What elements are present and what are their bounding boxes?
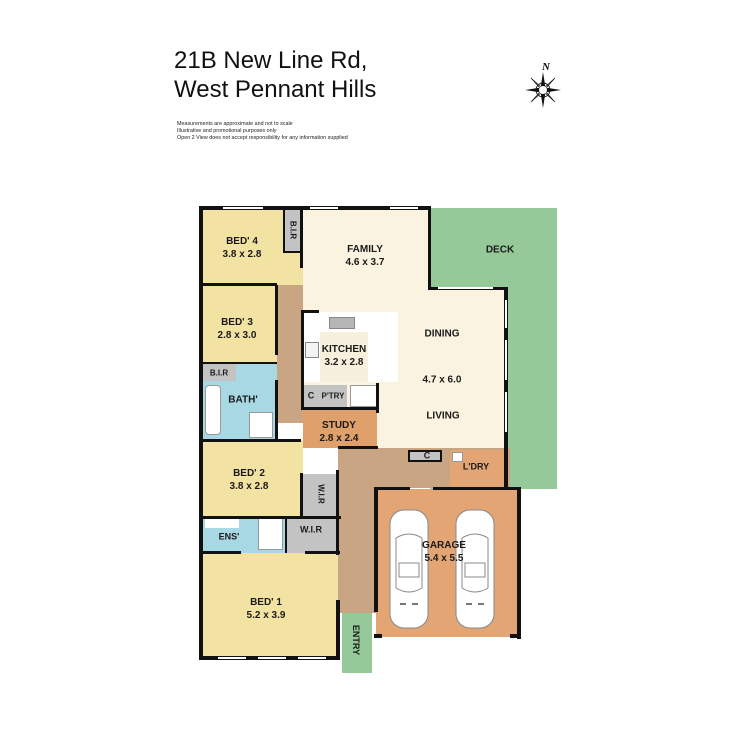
walk-in-robe xyxy=(286,517,338,553)
disclaimer-line-1: Measurements are approximate and not to … xyxy=(177,121,293,127)
wall-ens-wir xyxy=(285,517,287,553)
bed4-label: BED' 4 3.8 x 2.8 xyxy=(222,236,262,260)
window xyxy=(218,657,246,659)
wall-wir-right xyxy=(336,470,339,555)
dining-living-size-label: 4.7 x 6.0 xyxy=(422,374,462,386)
compass-north-label: N xyxy=(541,61,551,73)
window xyxy=(310,207,338,209)
fridge-icon xyxy=(350,385,377,407)
window xyxy=(223,207,263,209)
north-compass-icon: N xyxy=(520,58,566,110)
wall-ens-bottom xyxy=(201,551,241,554)
wall-bed4-right xyxy=(300,208,303,268)
dining-living-room xyxy=(420,288,505,453)
address-line-2: West Pennant Hills xyxy=(174,76,377,103)
wall-family-deck xyxy=(428,206,431,290)
wall-kitchen-top xyxy=(301,310,319,313)
bed3-label: BED' 3 2.8 x 3.0 xyxy=(217,317,257,341)
wall-study-bottom xyxy=(338,446,378,449)
study-nook xyxy=(303,448,338,474)
bedroom-3 xyxy=(203,285,277,363)
ens-label: ENS' xyxy=(218,531,240,542)
car-right-icon xyxy=(455,509,495,629)
wall-study-right xyxy=(376,383,379,413)
wall-garage-bottom-left xyxy=(374,634,382,638)
bathtub-icon xyxy=(205,385,221,435)
ensuite-vanity-icon xyxy=(205,518,239,528)
kitchen-island xyxy=(320,332,368,382)
wall-bath-right xyxy=(275,380,278,440)
wall-bed4-bottom xyxy=(201,283,277,286)
wall-bed3-bottom xyxy=(201,362,277,364)
bed1-label: BED' 1 5.2 x 3.9 xyxy=(246,597,286,621)
hall-cupboard-label: C xyxy=(423,450,431,461)
wall-bir4 xyxy=(283,208,285,253)
bedroom-1 xyxy=(203,553,338,658)
wall-left xyxy=(199,206,203,660)
dining-label: DINING xyxy=(424,328,460,340)
wall-ens-bottom2 xyxy=(305,551,340,554)
bed4-bir-label: B.I.R xyxy=(288,220,298,240)
disclaimer-line-3: Open 2 View does not accept responsibili… xyxy=(177,135,348,141)
bed3-built-in-robe xyxy=(203,363,236,381)
bedroom-2 xyxy=(203,440,303,517)
wall-garage-bottom-right xyxy=(510,634,520,638)
laundry-tub-icon xyxy=(452,452,463,462)
wall-study-top xyxy=(301,407,379,410)
linen-cupboard xyxy=(303,385,319,407)
wall-kitchen-left xyxy=(301,310,304,410)
window xyxy=(258,657,286,659)
wir-vertical-label: W.I.R xyxy=(316,484,326,504)
car-left-icon xyxy=(389,509,429,629)
disclaimer: Measurements are approximate and not to … xyxy=(177,121,348,142)
pantry xyxy=(319,385,347,407)
bath-label: BATH' xyxy=(228,394,258,406)
shower-icon xyxy=(249,412,273,438)
hallway xyxy=(277,283,303,423)
living-label: LIVING xyxy=(426,410,460,422)
entry xyxy=(342,613,372,673)
pantry-label: P'TRY xyxy=(321,391,345,401)
window xyxy=(438,287,493,289)
window xyxy=(505,340,507,380)
wall-bed1-right xyxy=(336,600,340,660)
garage-label: GARAGE 5.4 x 5.5 xyxy=(422,540,466,564)
window xyxy=(298,657,326,659)
wall-garage-left xyxy=(374,487,378,612)
wall-garage-top xyxy=(374,487,410,490)
wall-bed2-top xyxy=(201,439,301,442)
address-line-1: 21B New Line Rd, xyxy=(174,47,368,74)
kitchen-sink-icon xyxy=(329,317,355,329)
study xyxy=(303,408,377,448)
disclaimer-line-2: Illustrative and promotional purposes on… xyxy=(177,128,277,134)
window xyxy=(505,392,507,432)
wir-label: W.I.R xyxy=(300,524,322,535)
window xyxy=(390,207,418,209)
wall-garage-right xyxy=(517,487,521,639)
bed4-built-in-robe xyxy=(284,208,303,253)
cooktop-icon xyxy=(305,342,319,358)
car-icons xyxy=(389,509,495,629)
bed2-label: BED' 2 3.8 x 2.8 xyxy=(229,468,269,492)
wall-bir4-bottom xyxy=(283,251,303,253)
window xyxy=(505,300,507,328)
ensuite-shower-icon xyxy=(258,518,283,550)
family-label: FAMILY 4.6 x 3.7 xyxy=(345,244,385,268)
laundry-label: L'DRY xyxy=(462,461,490,472)
deck-area-lower xyxy=(505,288,557,489)
linen-cupboard-label: C xyxy=(307,390,315,401)
entry-label: ENTRY xyxy=(351,624,361,656)
walk-in-robe-vertical xyxy=(303,474,338,517)
hall-cupboard xyxy=(408,450,442,462)
wall-bed3-right xyxy=(275,285,278,355)
bed3-bir-label: B.I.R xyxy=(209,368,229,378)
wall-bed2-right xyxy=(300,473,303,519)
study-label: STUDY 2.8 x 2.4 xyxy=(319,420,359,444)
kitchen-label: KITCHEN 3.2 x 2.8 xyxy=(321,344,367,368)
wall-dining-right xyxy=(504,287,508,487)
wall-bed2-bottom xyxy=(201,516,341,519)
property-address: 21B New Line Rd, West Pennant Hills xyxy=(174,46,376,104)
deck-label: DECK xyxy=(485,244,515,256)
wall-garage-top2 xyxy=(433,487,521,490)
